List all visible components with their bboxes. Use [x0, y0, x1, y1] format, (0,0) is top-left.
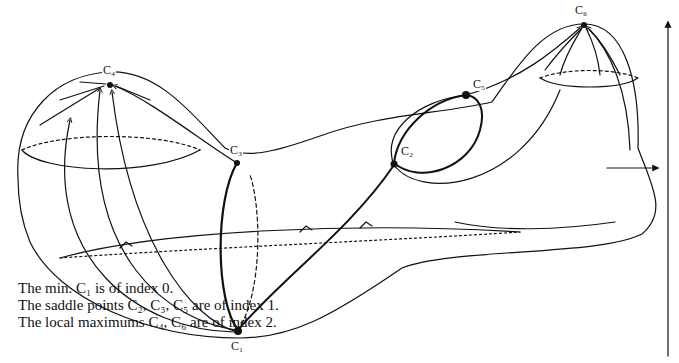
caption-line: The min. C₁ is of index 0. [18, 280, 173, 297]
point-label: C₅ [472, 78, 486, 91]
point-label: C₆ [574, 4, 588, 17]
caption-line: The local maximums C₄, C₆ are of index 2… [18, 314, 277, 331]
caption-line: The saddle points C₂, C₃, C₅ are of inde… [18, 297, 279, 314]
point-label: C₃ [229, 144, 243, 157]
point-label: C₄ [102, 64, 116, 77]
point-label: C₂ [400, 145, 414, 158]
point-label: C₁ [230, 340, 244, 353]
